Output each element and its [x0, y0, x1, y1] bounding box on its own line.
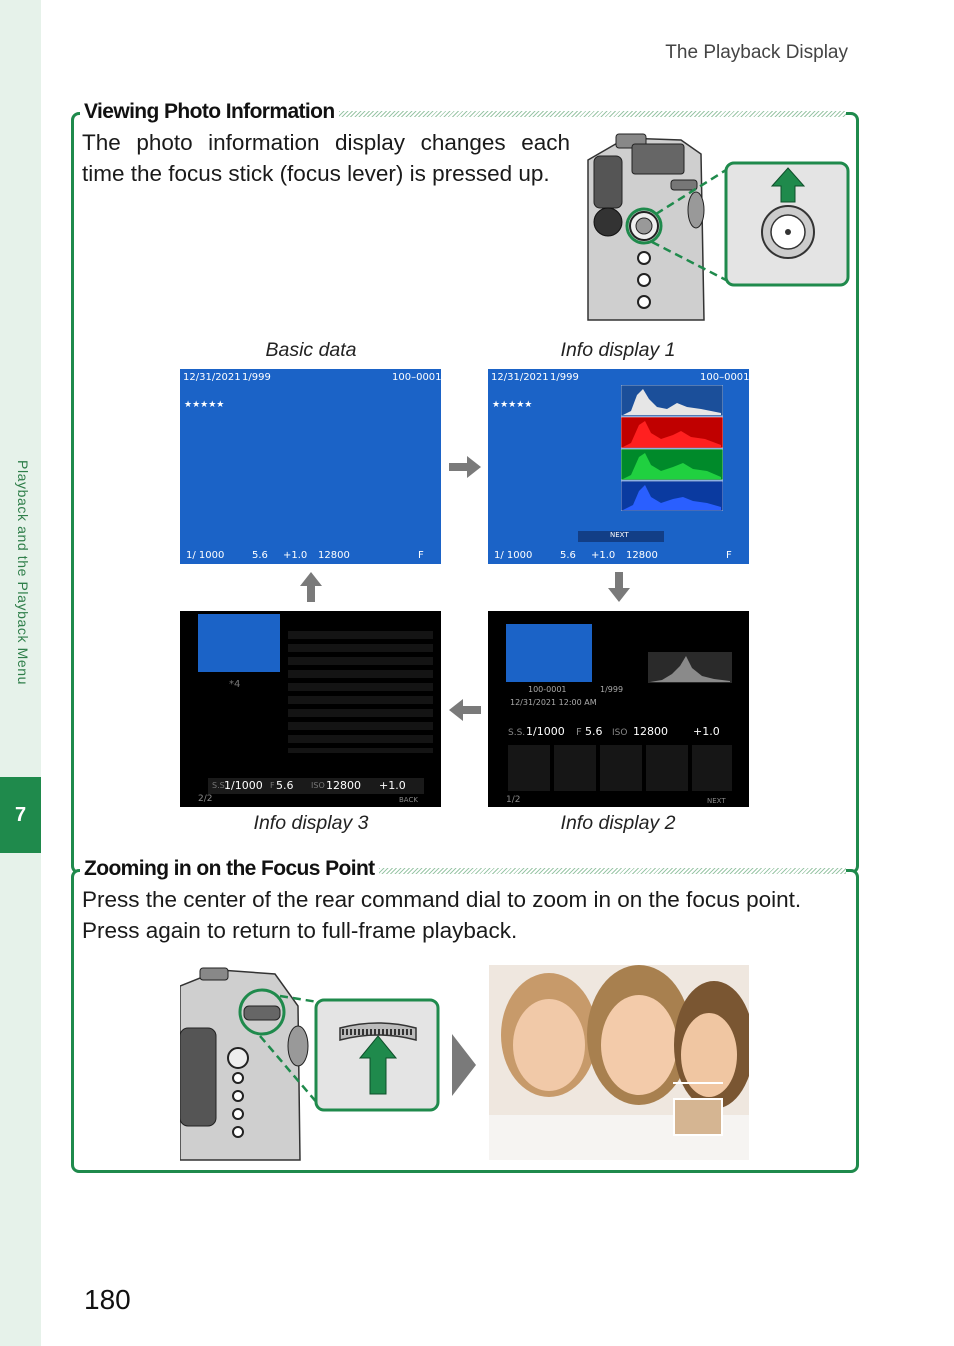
rating-stars: ★★★★★ [184, 400, 225, 410]
camera-command-dial-illustration [180, 967, 440, 1161]
screen-info-display-2: 100-0001 1/999 12/31/2021 12:00 AM S.S. … [488, 611, 749, 807]
camera-focus-stick-illustration [587, 133, 850, 321]
rgb-histogram [621, 385, 723, 511]
chapter-number: 7 [0, 777, 41, 853]
shutter-speed-text: 1/1000 [526, 725, 565, 738]
iso-text: 12800 [318, 550, 350, 561]
running-head: The Playback Display [665, 42, 848, 63]
page-indicator: 1/2 [506, 795, 521, 805]
iso-text: 12800 [626, 550, 658, 561]
file-number-text: 100–0001 [392, 372, 441, 383]
frame-count-text: 1/999 [550, 372, 579, 383]
shutter-speed-text: 1/ 1000 [186, 550, 225, 561]
aperture-text: 5.6 [560, 550, 576, 561]
screen-info-display-3: *4 S.S. 1/1000 F 5.6 ISO 12800 +1.0 2/2 … [180, 611, 441, 807]
date-text: 12/31/2021 [183, 372, 241, 383]
arrow-left-icon [449, 699, 481, 721]
screen-basic-data: 12/31/2021 1/999 100–0001 ★★★★★ 1/ 1000 … [180, 369, 441, 564]
image-size-text: F [726, 550, 732, 561]
portrait-photo [489, 965, 749, 1160]
arrow-right-icon [449, 456, 481, 478]
ss-label: S.S. [212, 781, 228, 790]
section-body: Press the center of the rear command dia… [82, 887, 802, 943]
datetime-text: 12/31/2021 12:00 AM [510, 698, 597, 707]
arrow-down-icon [608, 572, 630, 602]
luminance-histogram [648, 652, 732, 683]
exposure-strip [208, 778, 424, 794]
frame-count-text: 1/999 [242, 372, 271, 383]
section-title: Zooming in on the Focus Point [80, 857, 379, 881]
shutter-speed-text: 1/1000 [224, 779, 263, 792]
exposure-comp-text: +1.0 [591, 550, 616, 561]
ss-label: S.S. [508, 728, 526, 738]
iso-label: ISO [311, 781, 325, 790]
next-bar[interactable]: NEXT [578, 531, 664, 542]
caption-basic-data: Basic data [265, 339, 357, 361]
thumbnail [506, 624, 592, 682]
side-tab-label: Playback and the Playback Menu [15, 460, 31, 686]
page-indicator: 2/2 [198, 794, 213, 804]
iso-label: ISO [612, 728, 628, 738]
image-size-text: F [418, 550, 424, 561]
date-text: 12/31/2021 [491, 372, 549, 383]
section-body: The photo information display changes ea… [82, 130, 570, 186]
arrow-right-icon [452, 1034, 476, 1096]
back-label[interactable]: BACK [399, 796, 418, 804]
aperture-text: 5.6 [585, 725, 603, 738]
aperture-text: 5.6 [276, 779, 294, 792]
exposure-comp-text: +1.0 [283, 550, 308, 561]
caption-info-display-1: Info display 1 [560, 339, 676, 361]
exposure-comp-text: +1.0 [693, 725, 720, 738]
page-number: 180 [84, 1284, 131, 1315]
next-label[interactable]: NEXT [707, 797, 726, 805]
rating-stars: ★★★★★ [492, 400, 533, 410]
zoomed-photo [489, 965, 749, 1160]
aperture-text: 5.6 [252, 550, 268, 561]
screen-info-display-1: 12/31/2021 1/999 100–0001 ★★★★★ NEXT 1/ … [488, 369, 749, 564]
shutter-speed-text: 1/ 1000 [494, 550, 533, 561]
next-label: NEXT [610, 531, 629, 539]
section-title: Viewing Photo Information [80, 100, 339, 124]
caption-info-display-2: Info display 2 [560, 812, 676, 834]
thumbnail [198, 614, 280, 672]
caption-info-display-3: Info display 3 [253, 812, 369, 834]
f-label: F [576, 727, 582, 738]
f-label: F [270, 781, 275, 790]
iso-text: 12800 [633, 725, 668, 738]
arrow-up-icon [300, 572, 322, 602]
side-tab: Playback and the Playback Menu [0, 0, 41, 1346]
info3-marker: *4 [229, 679, 241, 690]
file-number-text: 100-0001 [528, 685, 567, 694]
exposure-comp-text: +1.0 [379, 779, 406, 792]
file-number-text: 100–0001 [700, 372, 749, 383]
iso-text: 12800 [326, 779, 361, 792]
frame-count-text: 1/999 [600, 685, 624, 694]
